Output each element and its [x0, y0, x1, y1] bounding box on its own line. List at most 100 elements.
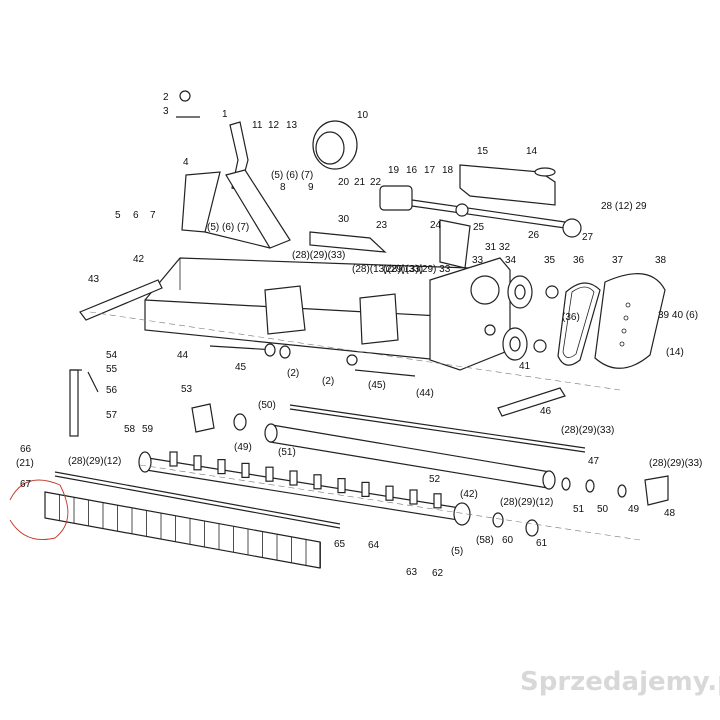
part-label: (50) — [258, 400, 276, 411]
part-label: 58 — [124, 424, 136, 435]
part-label: 23 — [376, 220, 388, 231]
part-label: 30 — [338, 214, 350, 225]
part-label: 61 — [536, 538, 548, 549]
flap-curtain — [44, 491, 321, 569]
part-label: 26 — [528, 230, 540, 241]
part-label: 67 — [20, 479, 32, 490]
rotor-shaft — [138, 451, 471, 526]
part-label: 16 — [406, 165, 418, 176]
part-label: 4 — [183, 157, 189, 168]
part-label: 1 — [222, 109, 228, 120]
part-label: 36 — [573, 255, 585, 266]
gearbox — [379, 185, 582, 238]
watermark-text: Sprzedajemy.pl — [520, 667, 720, 697]
part-label: 7 — [150, 210, 156, 221]
part-label: 64 — [368, 540, 380, 551]
part-label: 66 — [20, 444, 32, 455]
part-label: 38 — [655, 255, 667, 266]
flail-blade — [193, 455, 202, 471]
main-housing — [144, 257, 511, 371]
flail-blade — [265, 466, 274, 482]
part-label: (28)(29)(33) — [292, 250, 345, 261]
part-label: 11 — [252, 120, 263, 131]
part-label: 10 — [357, 110, 369, 121]
part-label: (21) — [16, 458, 34, 469]
bracket-53 — [191, 403, 215, 433]
flail-blade — [433, 493, 442, 509]
part-label: 52 — [429, 474, 441, 485]
skid-43 — [79, 279, 163, 321]
part-label: (28)(29)(12) — [68, 456, 121, 467]
part-label: (28)(29)(33) — [561, 425, 614, 436]
part-label: 47 — [588, 456, 600, 467]
bell-housing — [312, 120, 358, 170]
part-label: (49) — [234, 442, 252, 453]
part-label: 8 — [280, 182, 286, 193]
part-label: 55 — [106, 364, 118, 375]
part-label: (5) (6) (7) — [271, 170, 313, 181]
flail-blade — [361, 481, 370, 497]
part-label: 46 — [540, 406, 552, 417]
part-label: (28)(13)(29) 33 — [383, 264, 451, 275]
part-label: 50 — [597, 504, 609, 515]
part-label: 18 — [442, 165, 454, 176]
part-label: 6 — [133, 210, 139, 221]
part-label: 33 — [472, 255, 484, 266]
pin-44b — [354, 369, 416, 377]
part-label: (28)(13)(29)(33) — [352, 264, 423, 275]
part-label: (5) — [451, 546, 463, 557]
part-label: 27 — [582, 232, 594, 243]
part-label: 25 — [473, 222, 485, 233]
part-label: 44 — [177, 350, 189, 361]
part-label: 24 — [430, 220, 442, 231]
flail-blade — [313, 474, 322, 490]
part-label: (28)(29)(33) — [649, 458, 702, 469]
part-label: 2 — [163, 92, 169, 103]
part-label: 51 — [573, 504, 585, 515]
part-label: 22 — [370, 177, 382, 188]
part-label: 49 — [628, 504, 640, 515]
pin-44 — [209, 345, 276, 351]
part-label: 28 (12) 29 — [601, 201, 647, 212]
flail-blade — [337, 478, 346, 494]
part-label: 48 — [664, 508, 676, 519]
part-label: (51) — [278, 447, 296, 458]
part-label: 43 — [88, 274, 100, 285]
shaft-cover — [459, 164, 556, 206]
part-label: (45) — [368, 380, 386, 391]
part-label: 14 — [526, 146, 538, 157]
belt — [557, 282, 601, 366]
flail-blade — [217, 459, 226, 475]
parking-stand — [69, 369, 99, 437]
part-label: 20 — [338, 177, 350, 188]
part-label: 13 — [286, 120, 298, 131]
part-label: (2) — [322, 376, 334, 387]
flail-blade — [289, 470, 298, 486]
part-label: (28)(29)(12) — [500, 497, 553, 508]
flail-blade — [241, 462, 250, 478]
highlight-circle — [9, 479, 69, 540]
skid-46 — [497, 387, 566, 417]
part-label: (5) (6) (7) — [207, 222, 249, 233]
hitch-frame — [176, 90, 291, 249]
part-label: 60 — [502, 535, 514, 546]
part-label: (36) — [562, 312, 580, 323]
part-label: 21 — [354, 177, 366, 188]
part-label: 63 — [406, 567, 418, 578]
part-label: 19 — [388, 165, 400, 176]
part-label: 62 — [432, 568, 444, 579]
part-label: (2) — [287, 368, 299, 379]
part-label: 56 — [106, 385, 118, 396]
part-label: 42 — [133, 254, 145, 265]
part-label: 53 — [181, 384, 193, 395]
part-label: (14) — [666, 347, 684, 358]
part-label: 5 — [115, 210, 121, 221]
part-label: 45 — [235, 362, 247, 373]
part-label: 65 — [334, 539, 346, 550]
part-label: (44) — [416, 388, 434, 399]
part-label: 37 — [612, 255, 624, 266]
part-label: 41 — [519, 361, 531, 372]
part-label: (42) — [460, 489, 478, 500]
